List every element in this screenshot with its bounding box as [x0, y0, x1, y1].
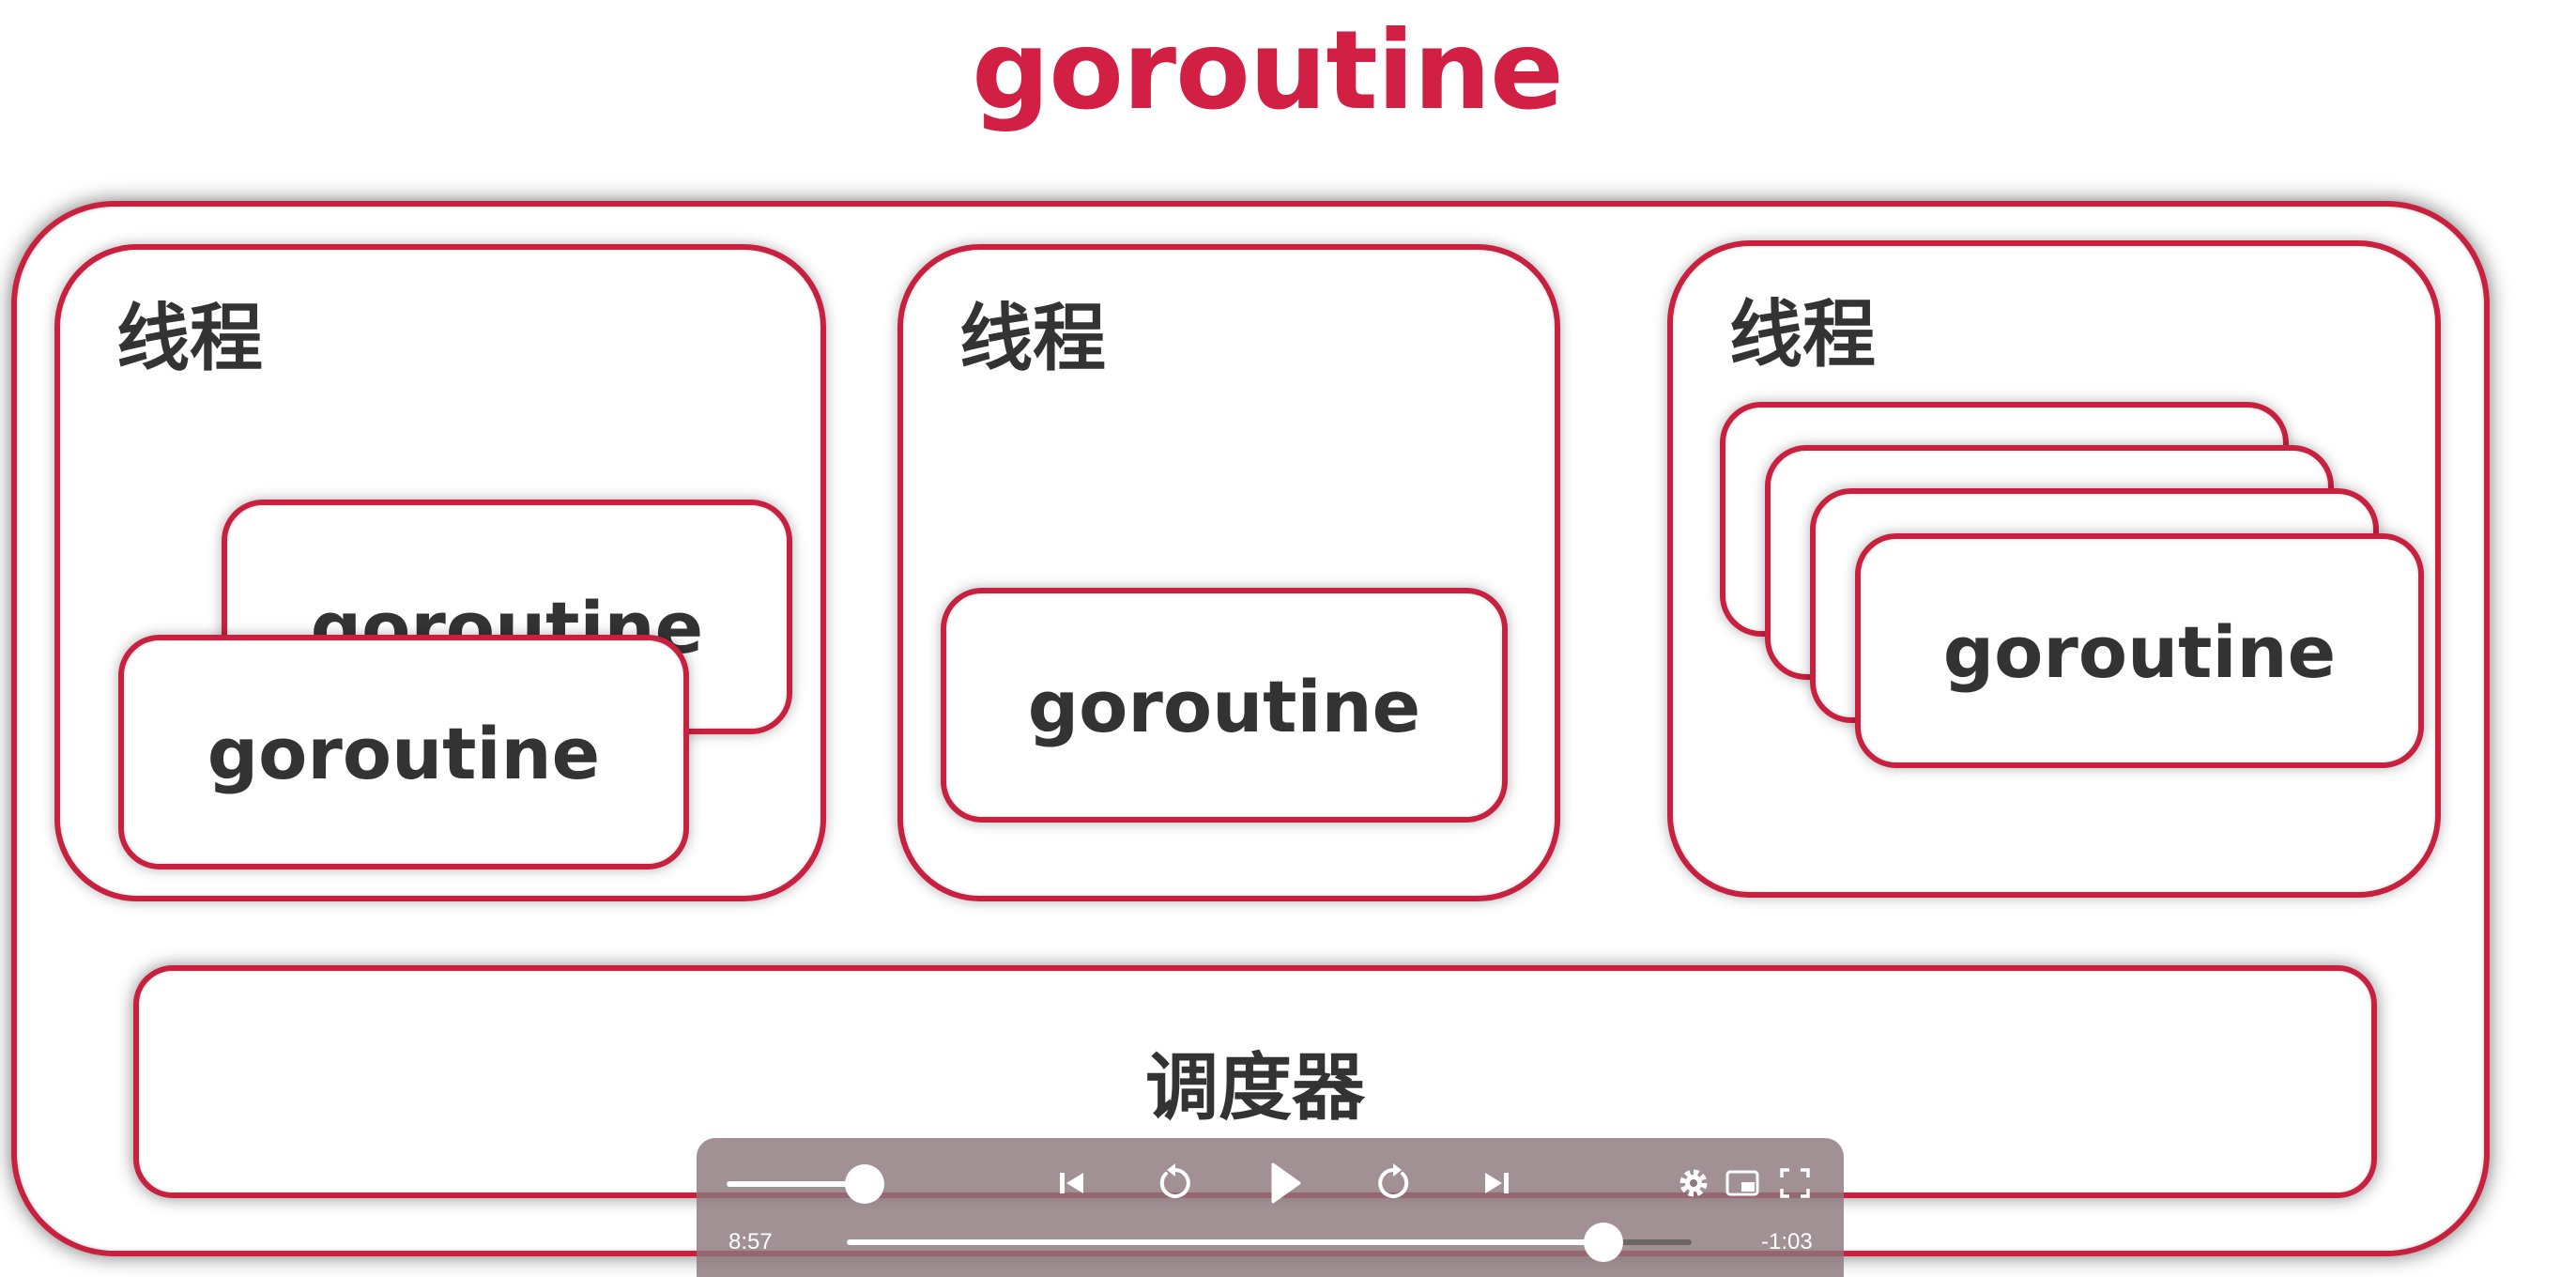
remaining-time: -1:03 [1761, 1229, 1813, 1254]
elapsed-time: 8:57 [728, 1229, 773, 1254]
goroutine-label: goroutine [1027, 665, 1421, 748]
volume-slider[interactable] [727, 1181, 867, 1187]
fullscreen-icon[interactable] [1774, 1162, 1816, 1204]
seek-bar-progress [847, 1239, 1603, 1245]
picture-in-picture-icon[interactable] [1722, 1162, 1763, 1204]
thread-label: 线程 [1729, 293, 1877, 377]
goroutine-label: goroutine [1942, 610, 2337, 694]
page-title: goroutine [972, 8, 1564, 134]
thread-label: 线程 [116, 297, 264, 381]
goroutine-box: goroutine [941, 588, 1508, 823]
gear-icon[interactable] [1673, 1162, 1714, 1204]
scheduler-label: 调度器 [1144, 1046, 1365, 1131]
goroutine-box: goroutine [118, 635, 689, 869]
goroutine-label: goroutine [207, 712, 601, 795]
volume-slider-knob[interactable] [845, 1164, 884, 1204]
seek-bar-knob[interactable] [1583, 1223, 1623, 1262]
skip-forward-icon[interactable] [1472, 1159, 1521, 1208]
thread-label: 线程 [959, 297, 1107, 381]
rewind-icon[interactable] [1151, 1159, 1200, 1208]
play-icon[interactable] [1256, 1155, 1312, 1211]
video-player-controls: 8:57 -1:03 [697, 1138, 1844, 1277]
skip-back-icon[interactable] [1048, 1159, 1096, 1208]
seek-bar[interactable] [847, 1223, 1692, 1262]
fast-forward-icon[interactable] [1369, 1159, 1418, 1208]
goroutine-box: goroutine [1855, 533, 2424, 768]
